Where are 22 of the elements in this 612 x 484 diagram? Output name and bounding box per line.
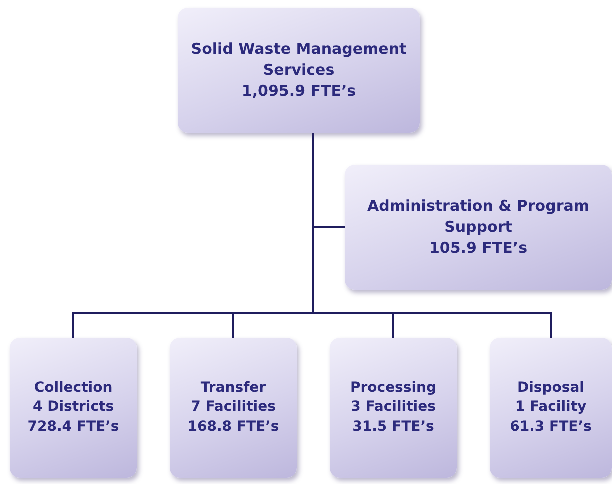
org-box-text: 105.9 FTE’s (429, 238, 528, 259)
org-box-text: 61.3 FTE’s (510, 418, 592, 437)
org-box-text: Administration & Program Support (366, 196, 590, 238)
org-box-text: 7 Facilities (191, 398, 276, 418)
org-box-text: Collection (34, 378, 113, 398)
org-box (490, 338, 612, 478)
org-box-text: Disposal (518, 378, 584, 398)
org-box (178, 8, 420, 133)
org-box (10, 338, 137, 478)
org-box-text: 168.8 FTE’s (188, 418, 280, 437)
org-box-text: Transfer (200, 378, 266, 398)
org-box (330, 338, 457, 478)
org-box-text: 4 Districts (32, 398, 114, 418)
org-box-text: 3 Facilities (351, 398, 436, 418)
org-box-text: 728.4 FTE’s (28, 418, 120, 437)
org-box-text: 1 Facility (515, 398, 587, 418)
org-box-text: Solid Waste Management Services (190, 39, 408, 81)
org-box-text: 31.5 FTE’s (352, 418, 434, 437)
org-box (170, 338, 297, 478)
org-box-text: 1,095.9 FTE’s (242, 81, 356, 102)
org-box (345, 165, 612, 290)
org-box-text: Processing (350, 378, 437, 398)
